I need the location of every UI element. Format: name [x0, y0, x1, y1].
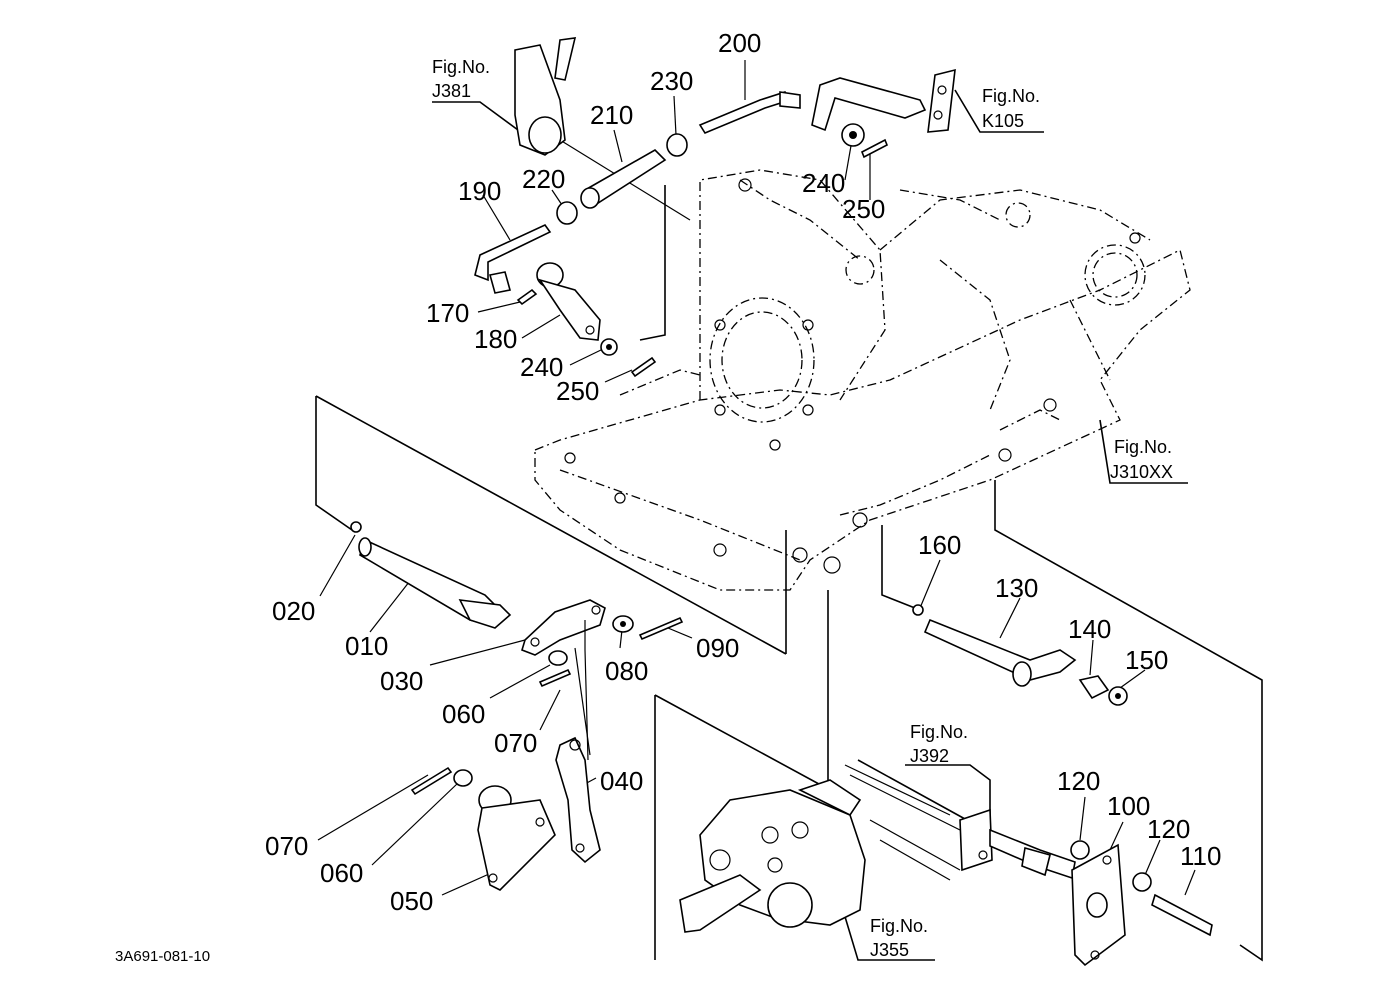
pin-070-upper — [538, 668, 572, 688]
label-100: 100 — [1107, 791, 1150, 821]
control-valve — [679, 764, 961, 933]
label-080: 080 — [605, 656, 648, 686]
label-200: 200 — [718, 28, 761, 58]
rod-190 — [474, 223, 552, 294]
fig-ref-j310xx-code: J310XX — [1110, 462, 1173, 482]
label-140: 140 — [1068, 614, 1111, 644]
washer-240-upper — [841, 123, 865, 147]
shaft-130 — [923, 618, 1077, 687]
label-250-upper: 250 — [842, 194, 885, 224]
diagram-code: 3A691-081-10 — [115, 948, 210, 965]
label-150: 150 — [1125, 645, 1168, 675]
label-220: 220 — [522, 164, 565, 194]
washer-080 — [612, 615, 634, 633]
label-190: 190 — [458, 176, 501, 206]
fig-ref-j381-prefix: Fig.No. — [432, 57, 490, 77]
nut-120-upper — [1070, 840, 1090, 860]
label-250-lower: 250 — [556, 376, 599, 406]
label-170: 170 — [426, 298, 469, 328]
label-060-lower: 060 — [320, 858, 363, 888]
fig-ref-j381-code: J381 — [432, 81, 471, 101]
label-020: 020 — [272, 596, 315, 626]
pin-090 — [638, 616, 684, 641]
arm-180 — [536, 262, 601, 341]
stud-110 — [1151, 893, 1213, 937]
label-240-upper: 240 — [802, 168, 845, 198]
label-090: 090 — [696, 633, 739, 663]
label-120-upper: 120 — [1057, 766, 1100, 796]
pin-070-lower — [410, 766, 453, 796]
link-040 — [555, 736, 601, 864]
ring-160 — [912, 604, 924, 616]
rod-200 — [698, 91, 801, 134]
label-160: 160 — [918, 530, 961, 560]
label-130: 130 — [995, 573, 1038, 603]
bracket-j392 — [959, 808, 993, 872]
pin-250-upper — [860, 138, 889, 159]
label-110: 110 — [1180, 841, 1221, 871]
label-060: 060 — [442, 699, 485, 729]
sleeve-210 — [580, 149, 667, 209]
fig-refs: Fig.No. J381 Fig.No. K105 Fig.No. J310XX… — [432, 57, 1173, 960]
transmission-housing — [534, 169, 1191, 591]
cover-100 — [1071, 843, 1126, 967]
fig-ref-j355-code: J355 — [870, 940, 909, 960]
label-240-lower: 240 — [520, 352, 563, 382]
fig-ref-k105-code: K105 — [982, 111, 1024, 131]
arm-j381 — [514, 37, 577, 156]
arm-k105 — [811, 68, 956, 133]
label-120-lower: 120 — [1147, 814, 1190, 844]
arm-030 — [521, 599, 606, 761]
washer-060-upper — [548, 650, 568, 666]
label-010: 010 — [345, 631, 388, 661]
shaft-010 — [350, 521, 512, 629]
fig-ref-j392-prefix: Fig.No. — [910, 722, 968, 742]
fig-ref-k105-prefix: Fig.No. — [982, 86, 1040, 106]
label-040: 040 — [600, 766, 643, 796]
fig-ref-j392-code: J392 — [910, 746, 949, 766]
nut-220 — [556, 201, 578, 225]
label-050: 050 — [390, 886, 433, 916]
bracket-050 — [477, 785, 556, 891]
washer-060-lower — [453, 769, 473, 787]
nut-150 — [1108, 686, 1128, 706]
nut-230 — [666, 133, 688, 157]
pin-170 — [516, 288, 538, 306]
fig-ref-j355-prefix: Fig.No. — [870, 916, 928, 936]
label-070: 070 — [494, 728, 537, 758]
label-210: 210 — [590, 100, 633, 130]
label-030: 030 — [380, 666, 423, 696]
nut-120-lower — [1132, 872, 1152, 892]
spool-rod — [989, 828, 1076, 880]
part-labels: 020 010 030 060 070 080 090 040 070 060 … — [265, 28, 1221, 916]
label-070-lower: 070 — [265, 831, 308, 861]
leader-lines — [315, 60, 1263, 962]
label-180: 180 — [474, 324, 517, 354]
collar-140 — [1078, 675, 1110, 700]
label-230: 230 — [650, 66, 693, 96]
washer-240-lower — [600, 338, 618, 356]
pin-250-lower — [630, 356, 657, 378]
fig-ref-j310xx-prefix: Fig.No. — [1114, 437, 1172, 457]
